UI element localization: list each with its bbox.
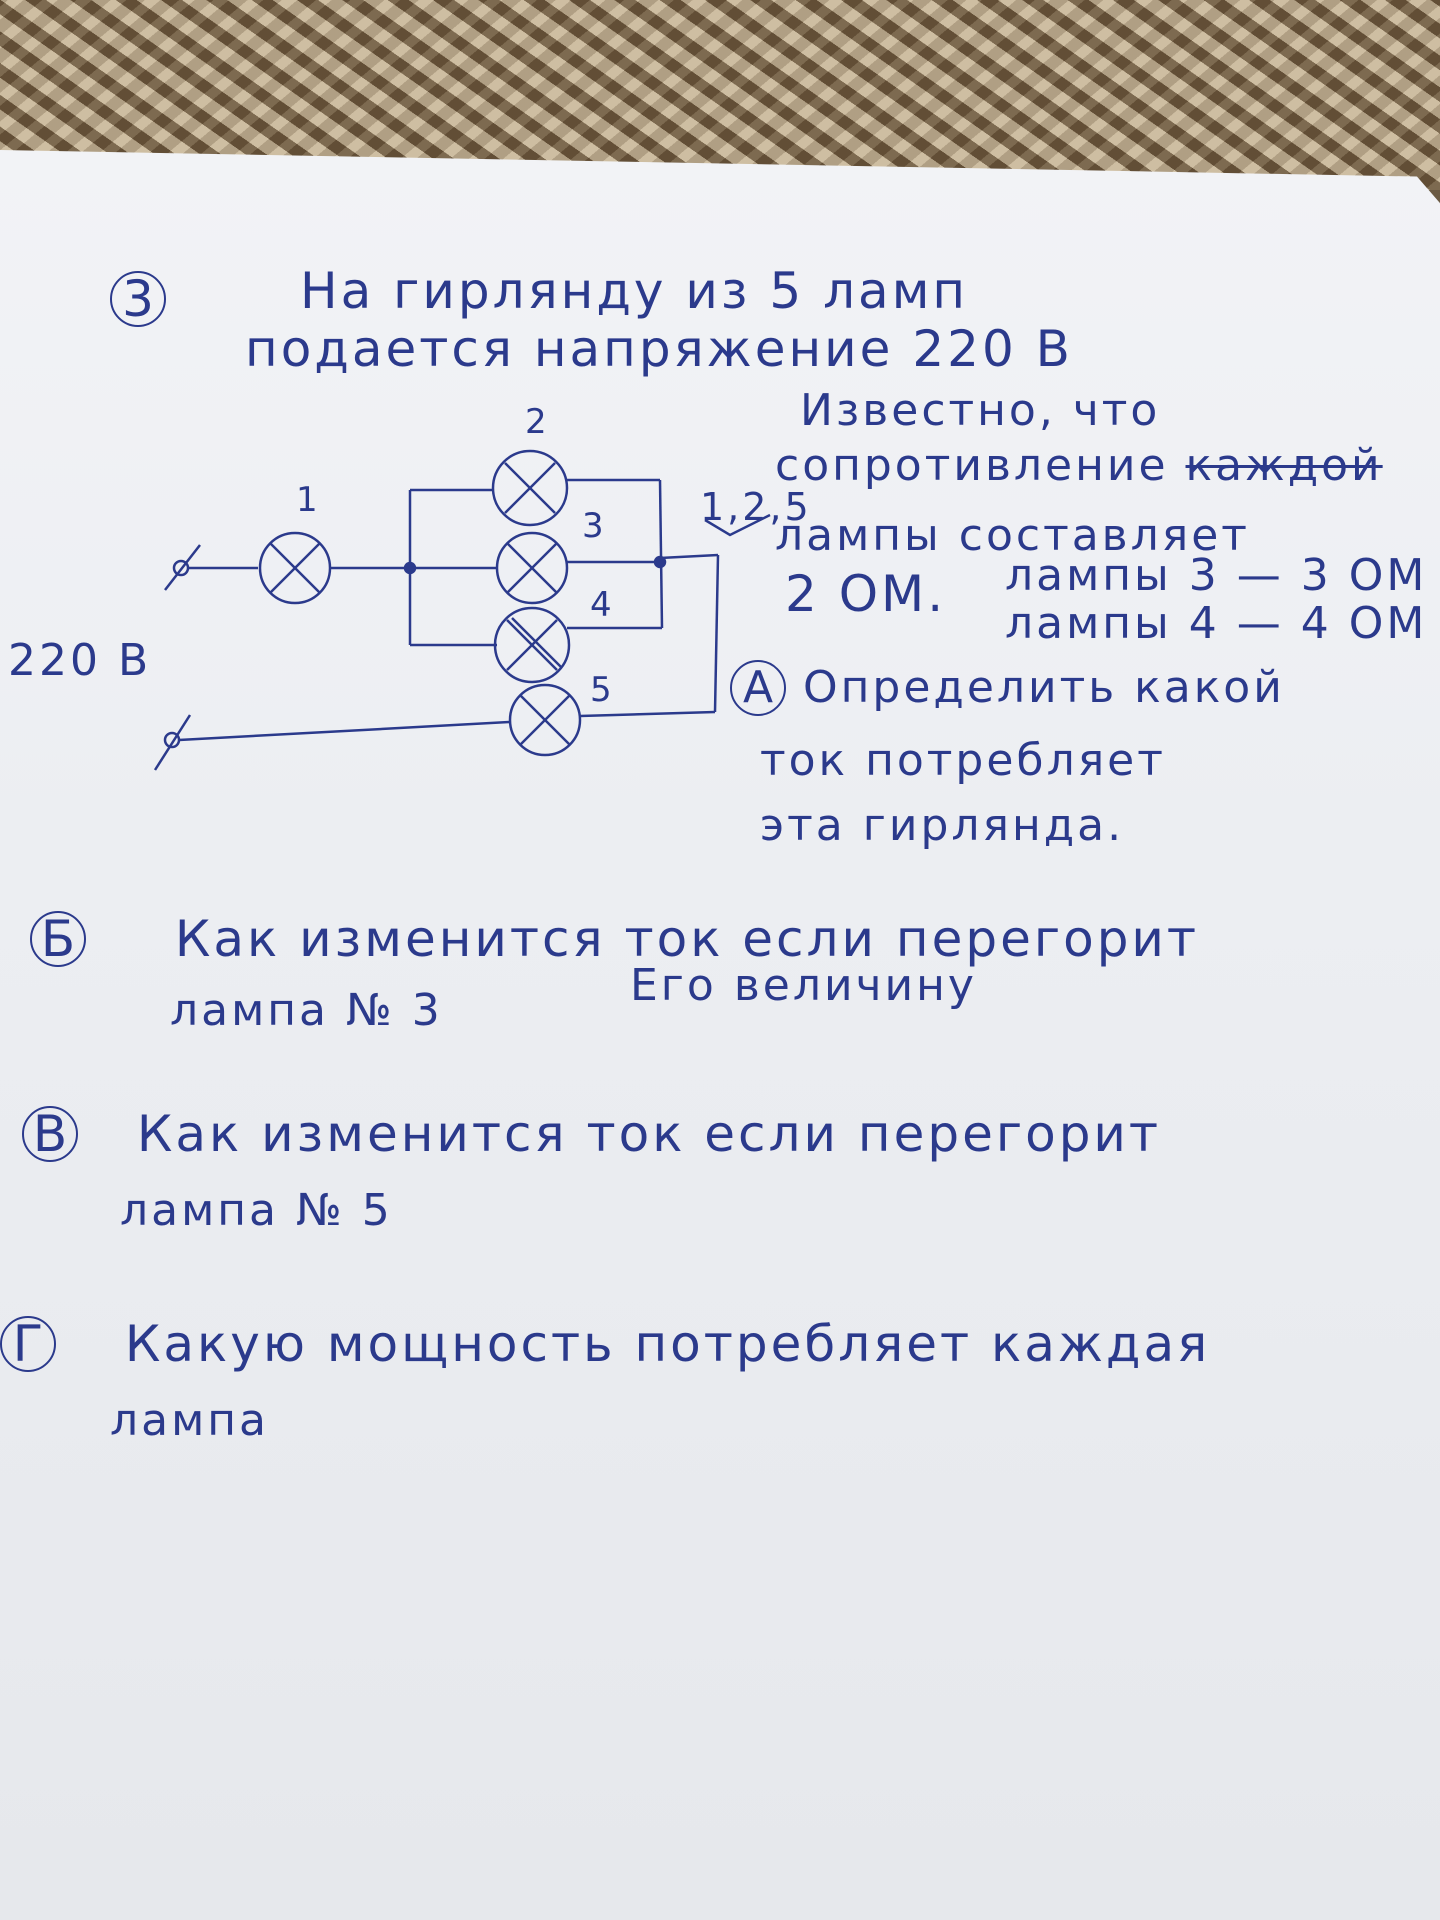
lamp-3-symbol (495, 531, 569, 605)
wire-right-out (659, 553, 719, 560)
wire-to-lamp5 (579, 710, 716, 718)
lamp-4-symbol (493, 606, 571, 684)
lamp-5-label: 5 (590, 670, 615, 710)
struck-word: каждой (1185, 440, 1383, 491)
question-a-line-2: ток потребляет (760, 735, 1166, 786)
problem-line-6: 2 ОМ. (785, 565, 947, 623)
question-b-note: Его величину (630, 960, 977, 1011)
wire-lamp5-terminal (178, 720, 511, 742)
question-v-marker: В (22, 1106, 78, 1162)
question-v-text-1: Как изменится ток если перегорит (136, 1105, 1162, 1163)
question-g-text-1: Какую мощность потребляет каждая (124, 1315, 1211, 1373)
question-b-line-2: лампа № 3 (170, 985, 443, 1036)
lamp-4-label: 4 (590, 585, 615, 625)
question-v-line-1: В Как изменится ток если перегорит (22, 1105, 1161, 1163)
terminal-bottom-tick (153, 714, 192, 771)
problem-line-4: сопротивление каждой (775, 440, 1383, 491)
question-v-line-2: лампа № 5 (120, 1185, 393, 1236)
problem-number: 3 (110, 270, 166, 328)
right-bus (658, 479, 664, 629)
terminal-top-tick (164, 544, 201, 591)
question-a-marker: А (730, 660, 786, 716)
question-g-line-2: лампа (110, 1395, 270, 1446)
question-a-line-3: эта гирлянда. (760, 800, 1125, 851)
problem-line-5: лампы составляет (775, 510, 1250, 561)
wire-down-to-lamp5 (713, 554, 720, 713)
question-a-line-1: А Определить какой (730, 660, 1285, 716)
question-g-marker: Г (0, 1316, 56, 1372)
lamp-4-resistance: лампы 4 — 4 ОМ (1005, 598, 1428, 649)
resistance-word: сопротивление (775, 440, 1169, 491)
problem-line-2: подается напряжение 220 В (245, 320, 1073, 378)
lamp-3-label: 3 (582, 506, 607, 546)
lamp-5-symbol (508, 683, 582, 757)
problem-line-1: На гирлянду из 5 ламп (300, 262, 969, 320)
lamp-1-label: 1 (296, 480, 321, 520)
question-b-line-1: Б Как изменится ток если перегорит (30, 910, 1199, 968)
lamp-2-symbol (491, 449, 569, 527)
voltage-label: 220 В (8, 635, 152, 686)
question-a-text-1: Определить какой (803, 662, 1285, 713)
question-b-text-1: Как изменится ток если перегорит (174, 910, 1200, 968)
paper-sheet (0, 150, 1440, 1920)
lamp-3-resistance: лампы 3 — 3 ОМ (1005, 550, 1428, 601)
lamp-1-symbol (258, 531, 332, 605)
lamp-2-label: 2 (525, 402, 550, 442)
lamp-group-arrow (704, 513, 771, 537)
question-g-line-1: Г Какую мощность потребляет каждая (0, 1315, 1210, 1373)
question-b-marker: Б (30, 911, 86, 967)
problem-line-3: Известно, что (800, 385, 1161, 436)
